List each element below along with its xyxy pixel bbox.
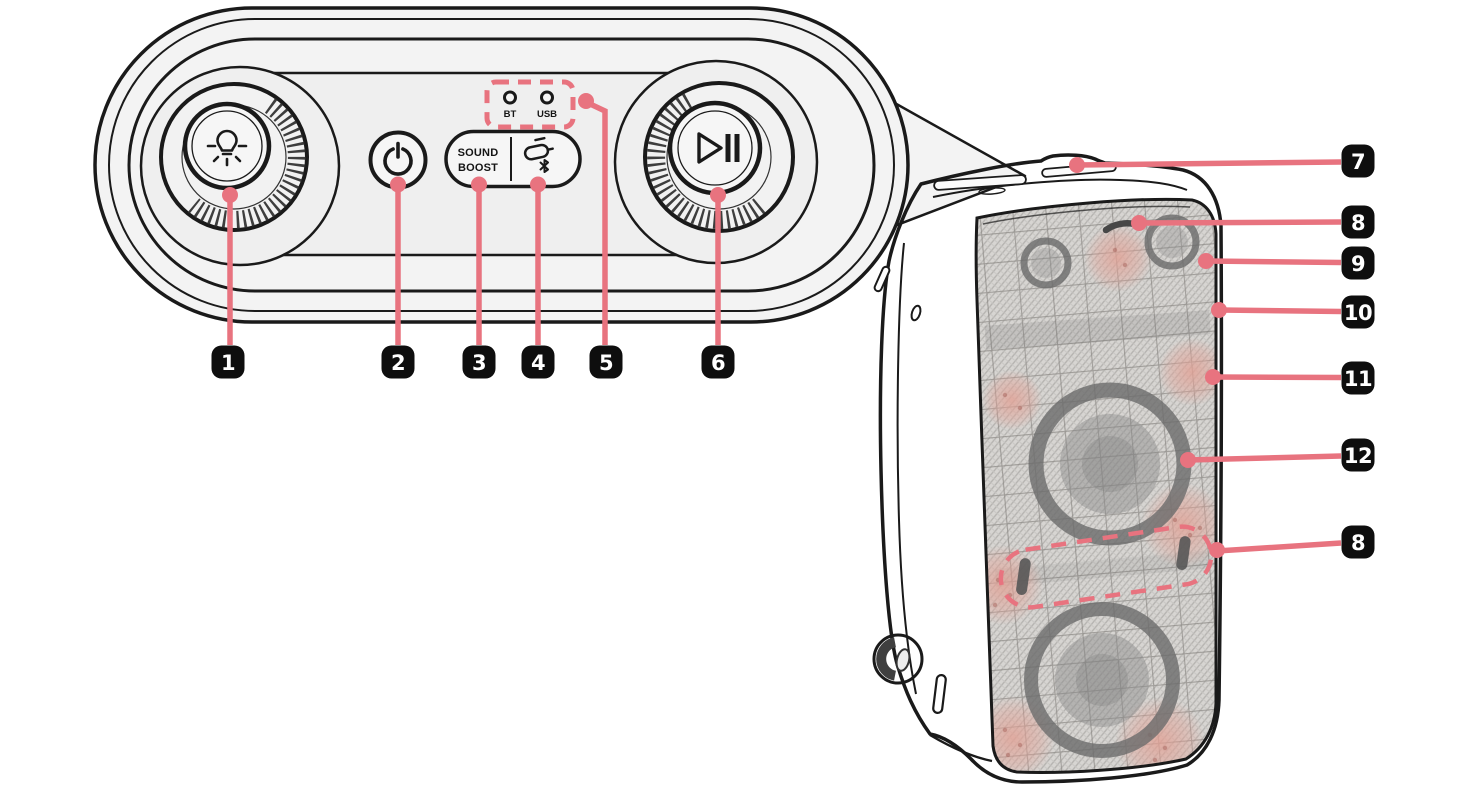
tweeter-right <box>1144 214 1200 270</box>
callout-line-11 <box>1212 374 1342 381</box>
usb-plug-icon <box>523 136 554 161</box>
grip-slot-left <box>1016 558 1031 595</box>
callout-badge-10: 10 <box>1341 295 1375 329</box>
sound-boost-label-line2: BOOST <box>458 162 498 174</box>
sound-boost-label-line1: SOUND <box>458 147 499 159</box>
woofer-bottom <box>1024 602 1180 758</box>
sound-boost-usb-button: SOUND BOOST <box>444 129 582 189</box>
handle-recess-slot <box>933 174 1027 191</box>
callout-badge-4: 4 <box>521 345 555 379</box>
callout-badge-5: 5 <box>589 345 623 379</box>
side-slot <box>873 265 891 293</box>
callout-badge-3: 3 <box>462 345 496 379</box>
callout-line-10 <box>1218 307 1342 315</box>
panel-middle-outline <box>108 18 895 312</box>
callout-number-6: 6 <box>711 351 725 375</box>
callout-lines-side <box>1069 157 1342 558</box>
callout-badge-2: 2 <box>381 345 415 379</box>
side-panel <box>873 242 993 763</box>
callout-number-11: 11 <box>1344 367 1372 391</box>
callout-line-8b <box>1216 540 1342 554</box>
power-icon <box>383 141 413 176</box>
callout-number-10: 10 <box>1344 301 1372 325</box>
bt-led-label: BT <box>504 109 517 120</box>
callout-number-2: 2 <box>391 351 405 375</box>
wheel <box>872 633 924 685</box>
bluetooth-icon <box>539 159 549 173</box>
play-pause-button <box>667 100 763 196</box>
callout-number-4: 4 <box>531 351 545 375</box>
speaker-grille <box>974 197 1218 774</box>
callout-number-8b: 8 <box>1351 531 1365 555</box>
bt-led <box>503 90 517 105</box>
callout-number-7: 7 <box>1351 150 1365 174</box>
callout-badge-9: 9 <box>1341 246 1375 280</box>
speaker-body-outline <box>878 153 1224 784</box>
play-pause-icon <box>697 132 740 164</box>
callout-badge-1: 1 <box>211 345 245 379</box>
bt-usb-indicator-box: BT USB <box>484 79 576 130</box>
callout-line-8 <box>1138 219 1342 226</box>
tweeter-left <box>1020 237 1072 289</box>
lighting-button <box>182 101 272 191</box>
callout-badges-side: 7 8 9 10 11 12 8 <box>1341 144 1375 559</box>
callout-number-8: 8 <box>1351 211 1365 235</box>
callout-number-5: 5 <box>599 351 613 375</box>
callout-number-1: 1 <box>221 351 235 375</box>
panel-top-face-outline <box>127 37 876 293</box>
callout-line-7 <box>1076 159 1342 168</box>
grip-slot-right <box>1176 536 1191 570</box>
light-bulb-icon <box>206 129 248 167</box>
top-panel-view: SOUND BOOST BT USB <box>93 6 910 324</box>
usb-led <box>540 90 554 105</box>
speaker-body-view <box>872 153 1224 784</box>
callout-number-12: 12 <box>1344 444 1372 468</box>
lighting-knob <box>159 82 309 232</box>
callout-badge-12: 12 <box>1341 438 1375 472</box>
callout-line-12 <box>1187 453 1342 463</box>
callout-badge-7: 7 <box>1341 144 1375 178</box>
callout-line-5 <box>586 100 608 345</box>
callout-badge-8: 8 <box>1341 205 1375 239</box>
grip-highlight-dashed-frame <box>998 524 1214 610</box>
wheel-hub <box>895 648 911 672</box>
callout-number-9: 9 <box>1351 252 1365 276</box>
callout-number-3: 3 <box>472 351 486 375</box>
callout-line-9 <box>1205 258 1342 266</box>
callout-badge-11: 11 <box>1341 361 1375 395</box>
bottom-slot <box>932 674 947 714</box>
callout-lines-top <box>222 93 726 345</box>
callout-badge-8b: 8 <box>1341 525 1375 559</box>
callout-badges-top: 1 2 3 4 5 6 <box>211 345 735 379</box>
side-hole <box>910 304 922 322</box>
usb-led-label: USB <box>537 109 557 120</box>
indicator-dashed-frame <box>484 79 576 130</box>
callout-badge-6: 6 <box>701 345 735 379</box>
